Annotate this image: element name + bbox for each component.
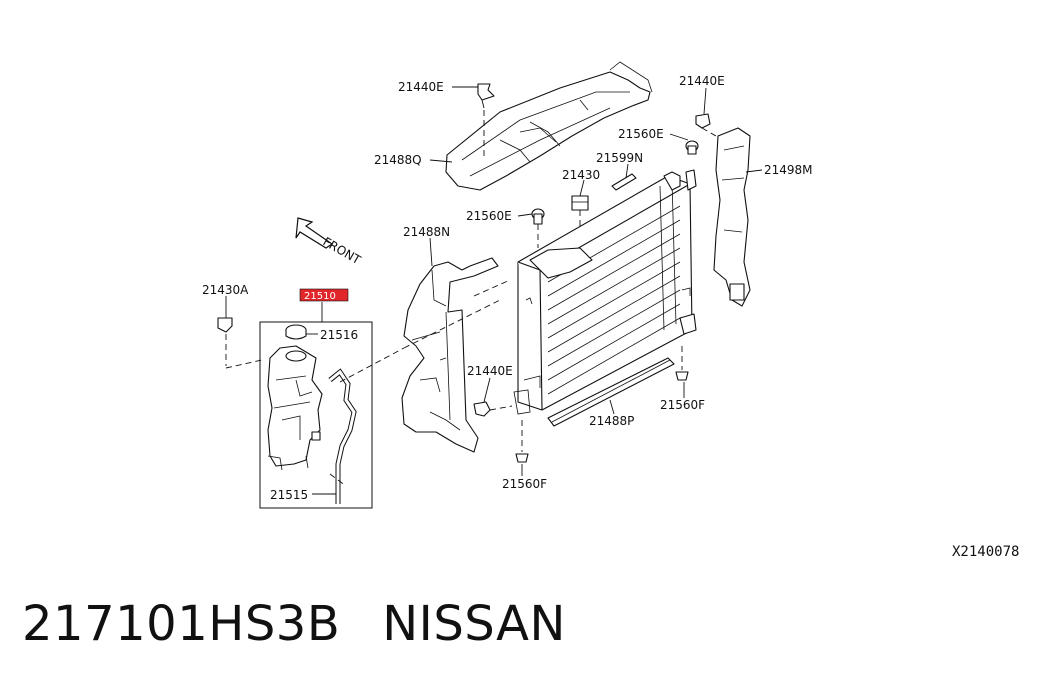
upper-air-guide-part	[445, 61, 653, 191]
callout-21498m: 21498M	[764, 163, 813, 177]
callout-21488p: 21488P	[589, 414, 634, 428]
callout-21560f-right: 21560F	[660, 398, 705, 412]
reservoir-hose-part	[328, 368, 357, 504]
radiator-core-part	[513, 169, 697, 415]
lower-seal-part	[547, 357, 675, 427]
callout-21510: 21510	[304, 291, 336, 302]
highlight-box-21510	[299, 288, 349, 302]
clip-21440e-top	[477, 83, 495, 109]
callout-21560f-bottom: 21560F	[502, 477, 547, 491]
callout-21599n: 21599N	[596, 151, 643, 165]
part-number: 217101HS3B	[22, 596, 341, 652]
grommet-21560e-right	[685, 140, 699, 155]
clip-21440e-mid	[473, 401, 513, 417]
grommet-21560f-bottom	[515, 420, 529, 463]
leader-lines	[225, 86, 763, 495]
callout-21516: 21516	[320, 328, 358, 342]
callout-21440e-top: 21440E	[398, 80, 444, 94]
reservoir-assembly-box	[259, 321, 373, 509]
front-arrow: FRONT	[295, 217, 364, 267]
grommet-21560f-right	[675, 346, 689, 381]
side-seal-part	[713, 127, 751, 307]
reservoir-cap-part	[285, 324, 307, 340]
connection-lines	[339, 110, 717, 383]
callout-21430: 21430	[562, 168, 600, 182]
bolt-21430a	[217, 317, 263, 369]
callout-21440e-mid: 21440E	[467, 364, 513, 378]
grommet-21560e-left	[531, 208, 545, 248]
diagram-code: X2140078	[952, 544, 1020, 560]
clip-21440e-right	[695, 113, 711, 129]
seal-strip-21599n	[611, 173, 637, 191]
front-arrow-label: FRONT	[321, 234, 364, 267]
callout-21515: 21515	[270, 488, 308, 502]
footer: 217101HS3B NISSAN	[22, 596, 608, 652]
callout-21560e-left: 21560E	[466, 209, 512, 223]
reservoir-tank-part	[267, 345, 323, 471]
callout-21430a: 21430A	[202, 283, 249, 297]
callout-labels: 21440E 21440E 21488Q 21560E 21599N 21498…	[202, 74, 813, 502]
brand-name: NISSAN	[382, 596, 566, 652]
callout-21488q: 21488Q	[374, 153, 422, 167]
left-air-guide-part	[401, 257, 499, 453]
callout-21440e-right: 21440E	[679, 74, 725, 88]
callout-21560e-right: 21560E	[618, 127, 664, 141]
callout-21488n: 21488N	[403, 225, 450, 239]
